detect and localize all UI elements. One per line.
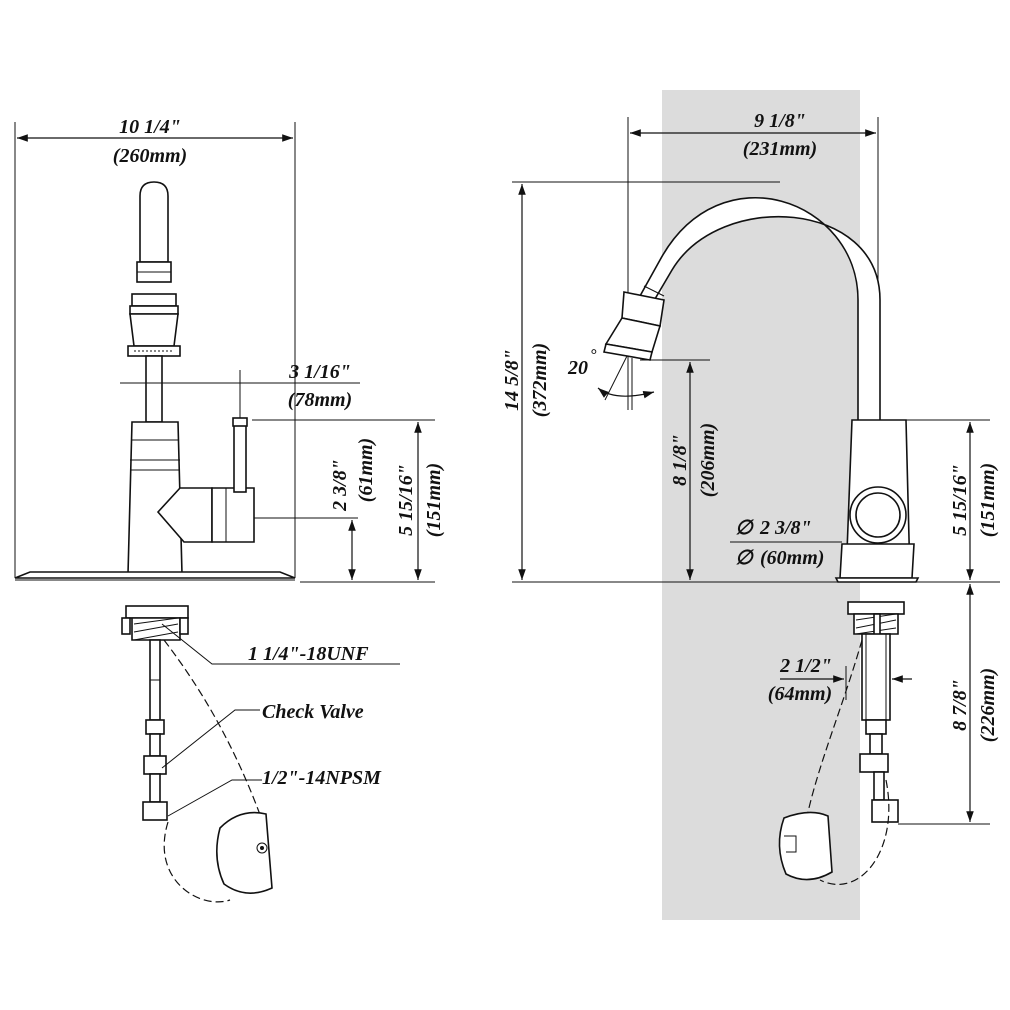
side-reach-metric: (231mm) (743, 138, 817, 160)
side-shank-imperial: 2 1/2" (779, 655, 832, 677)
base-diameter-symbol-metric: ∅ (735, 547, 754, 569)
front-body-height-metric: (151mm) (423, 463, 445, 537)
side-body-height-metric: (151mm) (977, 463, 999, 537)
front-lever-metric: (78mm) (288, 389, 352, 411)
front-width-metric: (260mm) (113, 145, 187, 167)
base-diameter-metric: (60mm) (760, 547, 824, 569)
front-lever-imperial: 3 1/16" (288, 361, 351, 383)
base-diameter-imperial: 2 3/8" (759, 517, 812, 539)
side-spout-height-imperial: 8 1/8" (669, 434, 691, 486)
side-total-height-metric: (372mm) (529, 343, 551, 417)
side-total-height-imperial: 14 5/8" (501, 349, 523, 411)
spray-angle-value: 20 (567, 357, 588, 379)
side-view: 9 1/8" (231mm) 14 5/8" (372mm) 20 ° 8 1/… (501, 110, 1000, 886)
base-diameter-symbol: ∅ (735, 517, 754, 539)
npsm-label: 1/2"-14NPSM (262, 767, 382, 789)
check-valve-label: Check Valve (262, 701, 364, 723)
front-handle-height-imperial: 2 3/8" (329, 459, 351, 512)
front-body-height-imperial: 5 15/16" (395, 464, 417, 536)
side-shank-metric: (64mm) (768, 683, 832, 705)
spray-angle-degree: ° (590, 347, 597, 364)
front-view: 10 1/4" (260mm) (14, 116, 445, 903)
side-below-deck-imperial: 8 7/8" (949, 679, 971, 731)
front-handle-height-metric: (61mm) (355, 438, 377, 502)
thread-label: 1 1/4"-18UNF (248, 643, 369, 665)
side-below-deck-metric: (226mm) (977, 668, 999, 742)
side-reach-imperial: 9 1/8" (754, 110, 806, 132)
side-body-height-imperial: 5 15/16" (949, 464, 971, 536)
front-width-imperial: 10 1/4" (119, 116, 181, 138)
side-spout-height-metric: (206mm) (697, 423, 719, 497)
